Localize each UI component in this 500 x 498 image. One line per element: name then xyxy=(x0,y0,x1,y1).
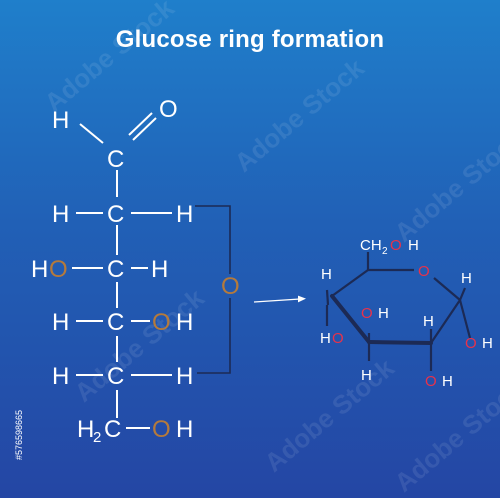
c5-right-hydrogen: H xyxy=(176,363,193,390)
c6-hydroxyl-hydrogen: H xyxy=(176,416,193,443)
ring-ch2-hydrogen: H xyxy=(408,237,419,254)
ring-c1-hydroxyl-hydrogen: H xyxy=(482,335,493,352)
carbon-1: C xyxy=(107,146,124,173)
bridge-bonds xyxy=(195,205,231,374)
c6-hydroxyl-oxygen: O xyxy=(152,416,171,443)
ring-c5-hydrogen: H xyxy=(321,266,332,283)
ring-c1-hydrogen: H xyxy=(461,270,472,287)
c6-hydrogen: H xyxy=(77,416,94,443)
carbon-3: C xyxy=(107,256,124,283)
c2-left-hydrogen: H xyxy=(52,201,69,228)
c3-hydroxyl-hydrogen: H xyxy=(31,256,48,283)
aldehyde-oxygen: O xyxy=(159,96,178,123)
ring-c4-hydrogen: H xyxy=(320,330,331,347)
carbon-5: C xyxy=(107,363,124,390)
page-title: Glucose ring formation xyxy=(115,26,385,53)
bridge-oxygen: O xyxy=(221,273,240,300)
c3-right-hydrogen: H xyxy=(151,256,168,283)
carbon-6: C xyxy=(104,416,121,443)
open-chain-bonds xyxy=(72,112,172,429)
ring-front-bonds xyxy=(330,294,433,345)
c4-hydroxyl-oxygen: O xyxy=(152,309,171,336)
c4-left-hydrogen: H xyxy=(52,309,69,336)
stock-credit: #576598665 xyxy=(14,409,24,460)
reaction-arrow xyxy=(253,295,306,303)
ring-ch2: CH xyxy=(360,237,382,254)
ring-c3-oxygen: O xyxy=(361,305,373,322)
ring-c3-lower-hydrogen: H xyxy=(361,367,372,384)
c6-subscript: 2 xyxy=(93,429,101,446)
ring-bonds xyxy=(325,252,472,371)
c3-hydroxyl-oxygen: O xyxy=(49,256,68,283)
ring-c2-hydrogen: H xyxy=(423,313,434,330)
aldehyde-hydrogen: H xyxy=(52,107,69,134)
c2-right-hydrogen: H xyxy=(176,201,193,228)
carbon-2: C xyxy=(107,201,124,228)
ring-c4-oxygen: O xyxy=(332,330,344,347)
ring-oxygen: O xyxy=(418,263,430,280)
ring-c2-hydroxyl-hydrogen: H xyxy=(442,373,453,390)
c5-left-hydrogen: H xyxy=(52,363,69,390)
ring-ch2-oxygen: O xyxy=(390,237,402,254)
ring-c2-hydroxyl-oxygen: O xyxy=(425,373,437,390)
c4-hydroxyl-hydrogen: H xyxy=(176,309,193,336)
ring-c1-hydroxyl-oxygen: O xyxy=(465,335,477,352)
ring-ch2-subscript: 2 xyxy=(382,246,388,257)
carbon-4: C xyxy=(107,309,124,336)
ring-c3-hydrogen: H xyxy=(378,305,389,322)
